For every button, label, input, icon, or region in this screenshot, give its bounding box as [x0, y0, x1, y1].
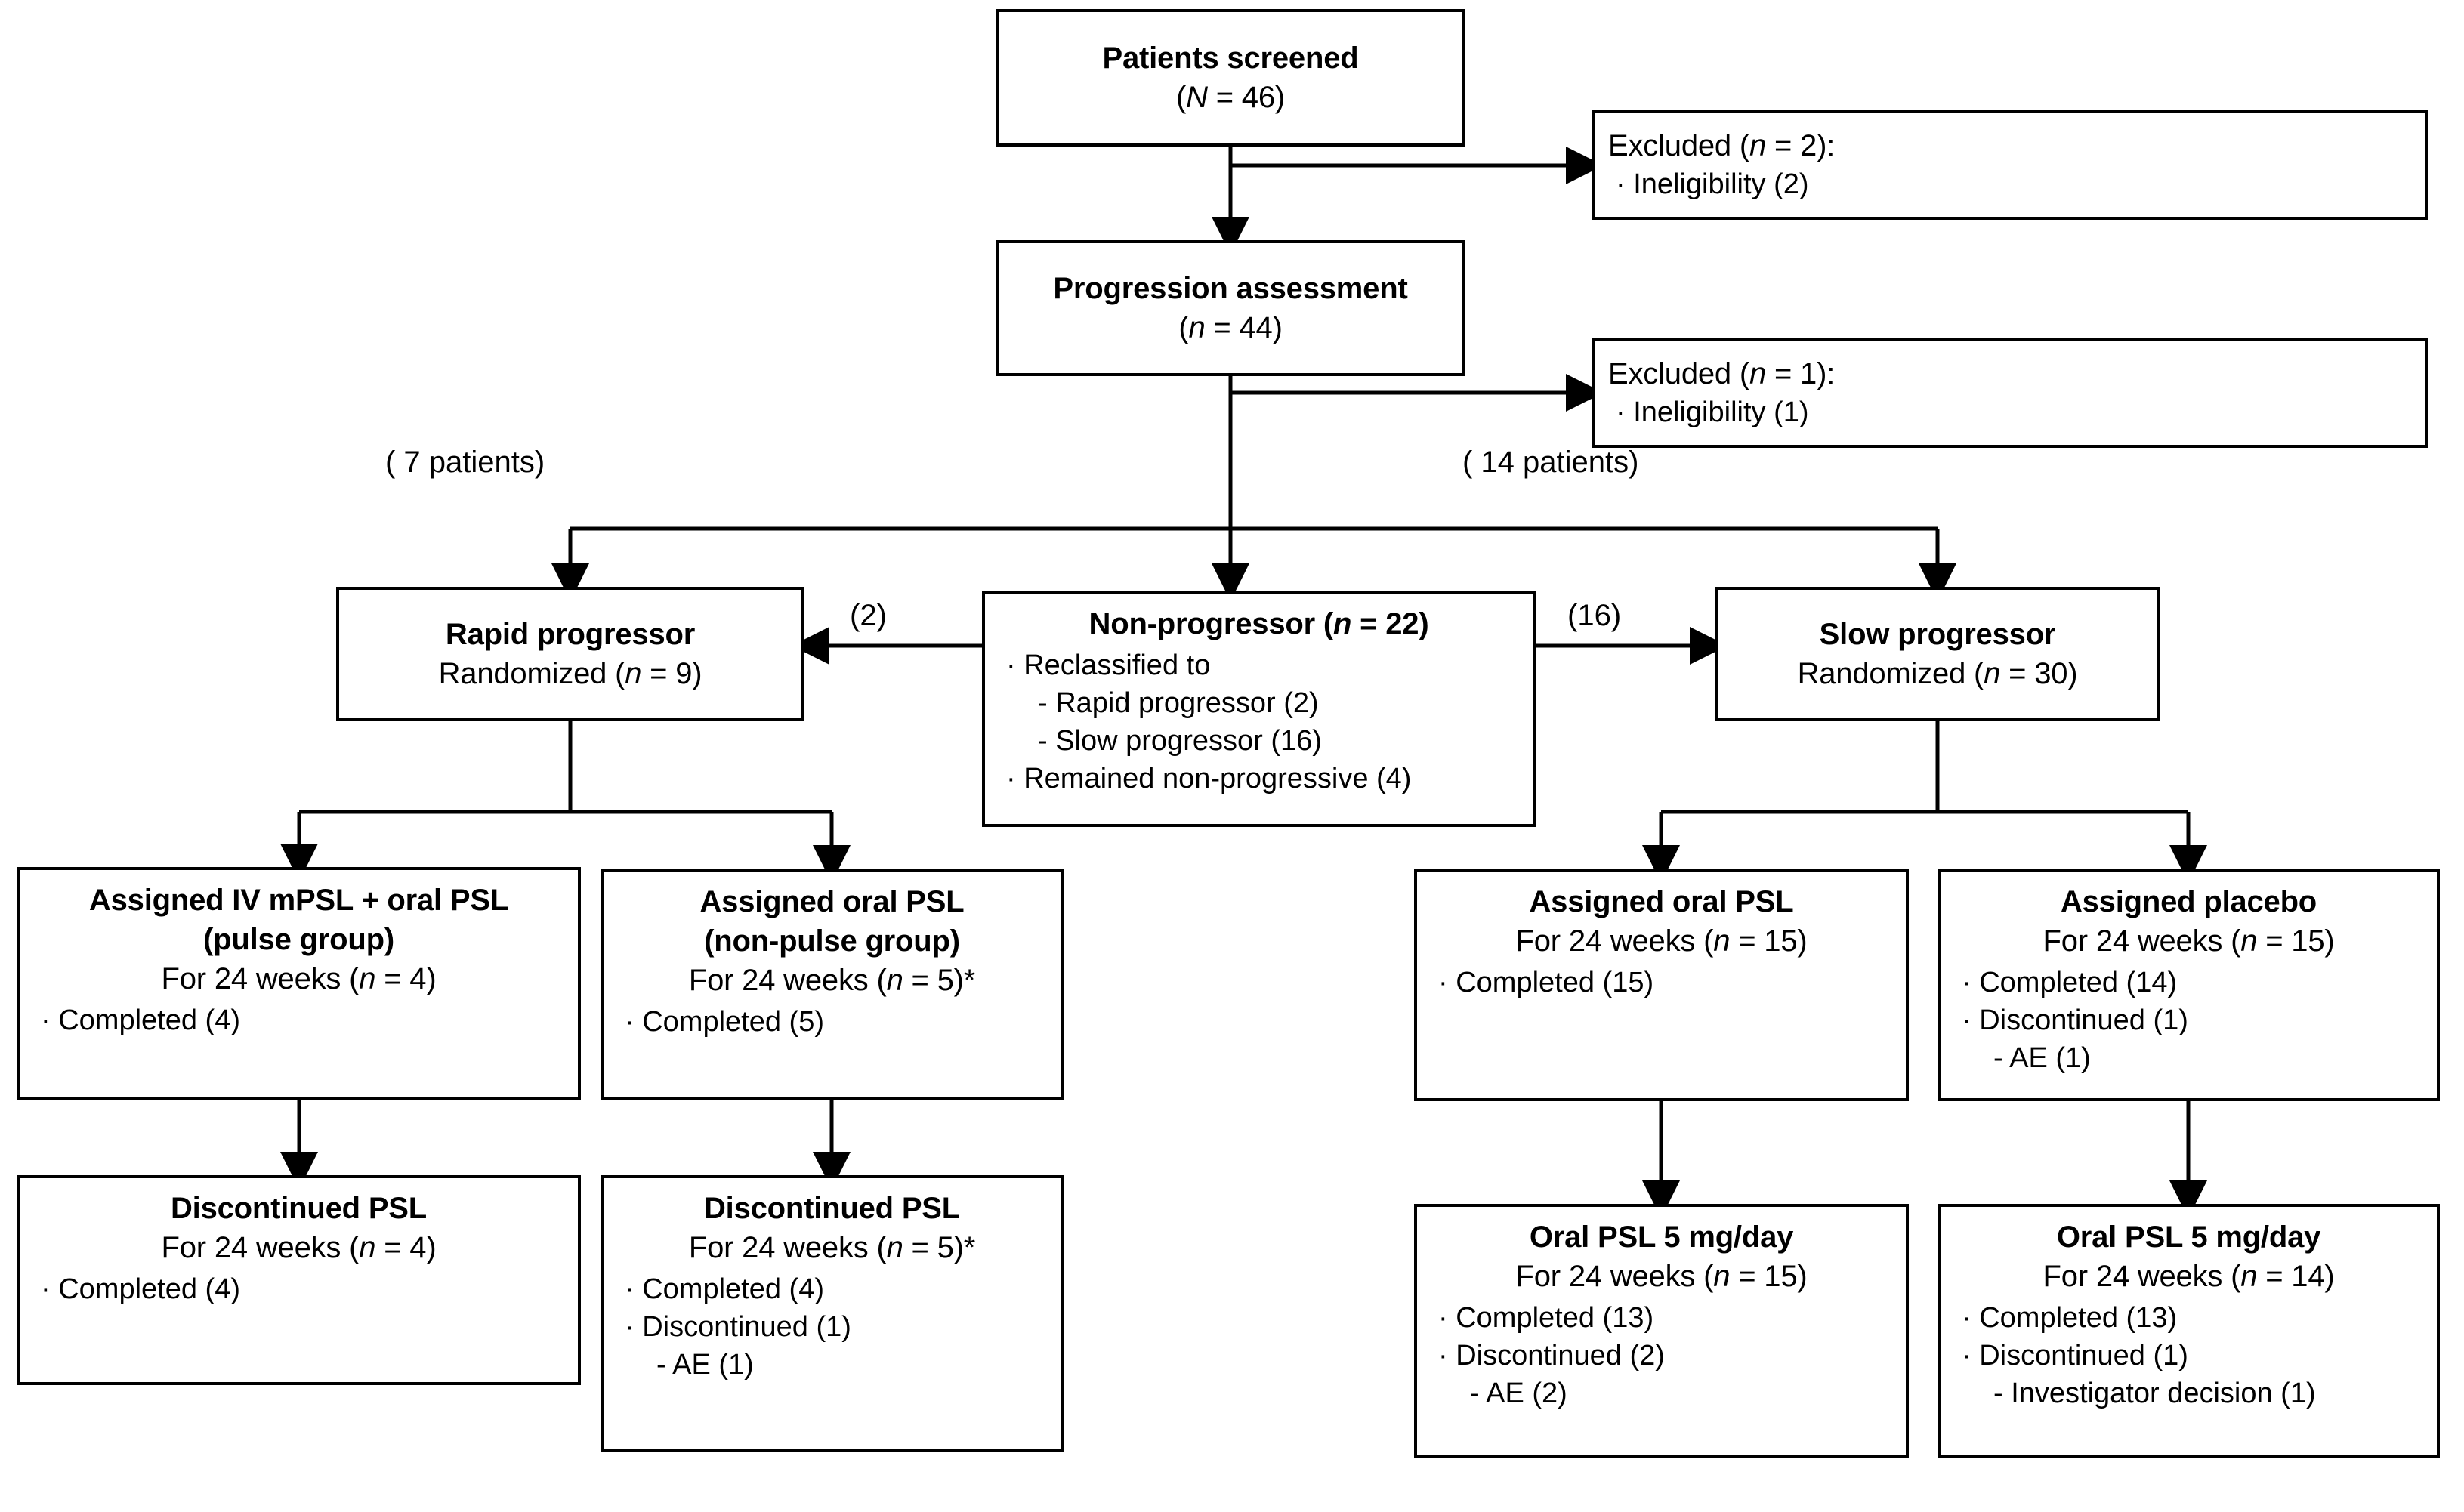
node-count: Randomized (n = 30)	[1797, 657, 2078, 690]
node-bullet: - Slow progressor (16)	[1038, 725, 1322, 758]
node-bullet: · Completed (4)	[41, 1273, 240, 1305]
node-count: Randomized (n = 9)	[438, 657, 702, 690]
node-title: Progression assessment	[1053, 272, 1408, 305]
node-duration: For 24 weeks (n = 14)	[2043, 1260, 2335, 1293]
node-duration: For 24 weeks (n = 15)	[2043, 924, 2335, 958]
node-bullet: - Rapid progressor (2)	[1038, 687, 1319, 720]
node-duration: For 24 weeks (n = 15)	[1515, 924, 1808, 958]
node-duration: For 24 weeks (n = 5)*	[688, 1231, 976, 1264]
node-discontinued-psl-pulse[interactable]: Discontinued PSL For 24 weeks (n = 4) · …	[17, 1175, 581, 1385]
node-bullet: · Discontinued (2)	[1438, 1340, 1665, 1372]
edge-label-to-slow: ( 14 patients)	[1462, 446, 1639, 479]
node-slow-progressor[interactable]: Slow progressor Randomized (n = 30)	[1715, 587, 2160, 721]
node-pulse-group[interactable]: Assigned IV mPSL + oral PSL (pulse group…	[17, 867, 581, 1100]
node-bullet: · Completed (14)	[1962, 967, 2178, 998]
edge-label-nonprog-to-rapid: (2)	[850, 599, 887, 632]
node-title-line-1: Assigned oral PSL	[699, 885, 965, 918]
node-duration: For 24 weeks (n = 15)	[1515, 1260, 1808, 1293]
node-title-line-2: (pulse group)	[203, 923, 394, 956]
node-bullet: · Discontinued (1)	[1962, 1340, 2188, 1372]
node-slow-assigned-oral-psl[interactable]: Assigned oral PSL For 24 weeks (n = 15) …	[1414, 869, 1909, 1101]
node-title: Rapid progressor	[445, 618, 696, 651]
node-title: Patients screened	[1102, 42, 1359, 75]
node-rapid-progressor[interactable]: Rapid progressor Randomized (n = 9)	[336, 587, 804, 721]
node-bullet-list: · Completed (5)	[617, 1003, 1047, 1041]
node-bullet: · Completed (4)	[625, 1273, 824, 1305]
node-bullet: · Completed (13)	[1962, 1302, 2178, 1334]
node-count: (n = 44)	[1178, 311, 1283, 344]
node-bullet: · Completed (15)	[1438, 967, 1654, 998]
node-count: (N = 46)	[1175, 81, 1285, 114]
node-title: Slow progressor	[1819, 618, 2056, 651]
node-title-line-1: Assigned IV mPSL + oral PSL	[88, 884, 509, 917]
node-title-line-1: Discontinued PSL	[170, 1192, 428, 1225]
edge-label-nonprog-to-slow: (16)	[1567, 599, 1622, 632]
node-discontinued-psl-non-pulse[interactable]: Discontinued PSL For 24 weeks (n = 5)* ·…	[601, 1175, 1064, 1452]
node-bullet-list: · Completed (15)	[1431, 964, 1892, 1001]
node-title: Non-progressor (n = 22)	[1088, 607, 1429, 640]
node-bullet: · Discontinued (1)	[1962, 1004, 2188, 1037]
node-excluded-2[interactable]: Excluded (n = 1): · Ineligibility (1)	[1592, 338, 2428, 448]
node-oral-psl-5mg-slow-oral[interactable]: Oral PSL 5 mg/day For 24 weeks (n = 15) …	[1414, 1204, 1909, 1458]
node-bullet: · Completed (4)	[41, 1004, 240, 1036]
node-non-progressor[interactable]: Non-progressor (n = 22) · Reclassified t…	[982, 591, 1536, 827]
node-bullet-list: · Completed (13) · Discontinued (2) - AE…	[1431, 1299, 1892, 1412]
node-title-line-1: Oral PSL 5 mg/day	[1529, 1220, 1794, 1254]
node-bullet: · Completed (5)	[625, 1006, 824, 1038]
node-bullet-list: · Completed (4)	[33, 1270, 564, 1308]
node-bullet-list: · Completed (4)	[33, 1001, 564, 1039]
node-title-line-1: Assigned oral PSL	[1529, 885, 1794, 918]
node-bullet: - AE (1)	[656, 1349, 754, 1381]
node-bullet-list: · Completed (4) · Discontinued (1) - AE …	[617, 1270, 1047, 1384]
node-bullet-list: · Completed (13) · Discontinued (1) - In…	[1954, 1299, 2423, 1412]
node-duration: For 24 weeks (n = 4)	[161, 1231, 437, 1264]
node-slow-assigned-placebo[interactable]: Assigned placebo For 24 weeks (n = 15) ·…	[1938, 869, 2440, 1101]
node-bullet: · Discontinued (1)	[625, 1311, 851, 1344]
node-bullet: - AE (1)	[1993, 1042, 2091, 1075]
node-title-line-1: Discontinued PSL	[703, 1192, 961, 1225]
node-bullet: - Investigator decision (1)	[1993, 1378, 2316, 1410]
node-excluded-1[interactable]: Excluded (n = 2): · Ineligibility (2)	[1592, 110, 2428, 220]
node-title-line-1: Oral PSL 5 mg/day	[2056, 1220, 2321, 1254]
node-duration: For 24 weeks (n = 5)*	[688, 964, 976, 997]
node-bullet: · Ineligibility (1)	[1616, 397, 1809, 429]
node-duration: For 24 weeks (n = 4)	[161, 962, 437, 995]
node-bullet: · Ineligibility (2)	[1616, 168, 1809, 201]
node-patients-screened[interactable]: Patients screened (N = 46)	[996, 9, 1465, 147]
edge-label-to-rapid: ( 7 patients)	[385, 446, 545, 479]
node-non-pulse-group[interactable]: Assigned oral PSL (non-pulse group) For …	[601, 869, 1064, 1100]
node-bullet-list: · Completed (14) · Discontinued (1) - AE…	[1954, 964, 2423, 1077]
node-progression-assessment[interactable]: Progression assessment (n = 44)	[996, 240, 1465, 376]
node-oral-psl-5mg-slow-placebo[interactable]: Oral PSL 5 mg/day For 24 weeks (n = 14) …	[1938, 1204, 2440, 1458]
node-bullet: - AE (2)	[1470, 1378, 1567, 1410]
node-title-line-1: Assigned placebo	[2060, 885, 2317, 918]
node-bullet-list: · Reclassified to - Rapid progressor (2)…	[999, 646, 1519, 798]
node-title: Excluded (n = 1):	[1608, 357, 1836, 391]
node-bullet: · Reclassified to	[1006, 650, 1211, 681]
node-bullet: · Completed (13)	[1438, 1302, 1654, 1334]
node-title: Excluded (n = 2):	[1608, 129, 1836, 163]
node-title-line-2: (non-pulse group)	[704, 924, 960, 958]
node-bullet: · Remained non-progressive (4)	[1006, 763, 1412, 795]
